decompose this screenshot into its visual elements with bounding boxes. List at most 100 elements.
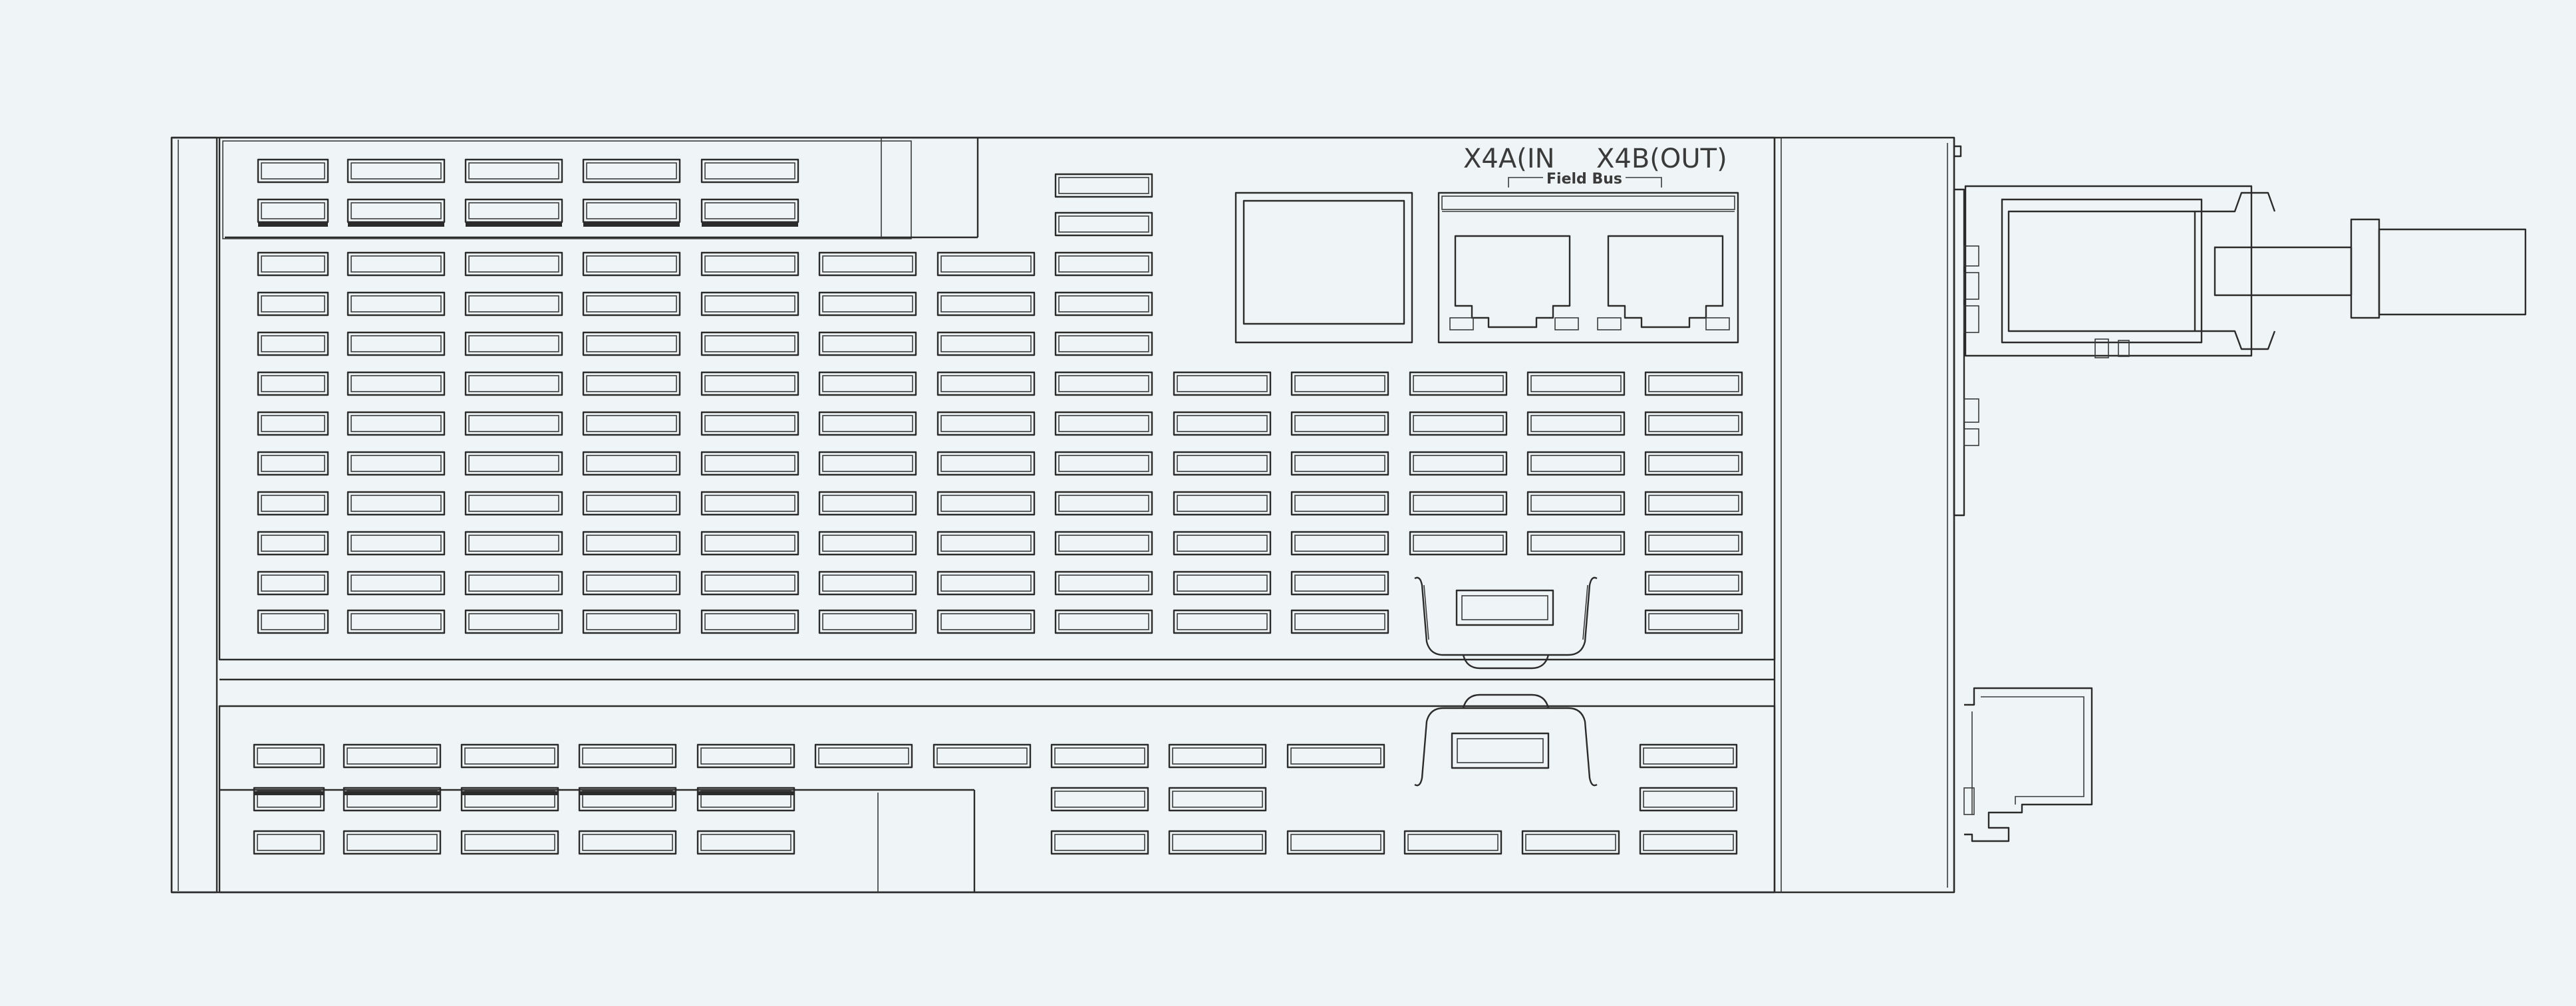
port-a-label: X4A(IN <box>1463 144 1555 174</box>
vent-slot <box>464 531 563 556</box>
vent-slot-array <box>253 158 1743 855</box>
vent-slot <box>1173 609 1272 634</box>
vent-slot <box>257 570 329 596</box>
vent-slot <box>700 371 799 396</box>
vent-slot-inner <box>586 574 677 592</box>
vent-slot-inner <box>1177 455 1268 472</box>
vent-slot <box>696 787 795 812</box>
vent-slot <box>1290 491 1389 516</box>
vent-slot-inner <box>351 574 442 592</box>
vent-slot <box>347 609 446 634</box>
vent-slot-inner <box>1058 613 1149 630</box>
vent-slot <box>464 570 563 596</box>
vent-slot <box>1050 787 1149 812</box>
vent-slot-shadow <box>258 222 328 227</box>
vent-slot-inner <box>1413 375 1504 392</box>
vent-slot-inner <box>940 455 1032 472</box>
vent-slot <box>818 451 917 476</box>
vent-slot-inner <box>586 495 677 512</box>
vent-slot <box>1526 451 1626 476</box>
vent-slot <box>582 570 681 596</box>
lower-latch <box>1414 693 1598 787</box>
rj45-port-x4a <box>1454 235 1571 328</box>
vent-slot-inner <box>1172 791 1263 808</box>
vent-slot-inner <box>351 455 442 472</box>
vent-slot-inner <box>351 162 442 180</box>
vent-slot <box>936 331 1036 356</box>
vent-slot-inner <box>940 375 1032 392</box>
vent-slot-inner <box>940 335 1032 352</box>
vent-slot <box>347 491 446 516</box>
vent-slot <box>1050 743 1149 769</box>
vent-slot-inner <box>351 335 442 352</box>
vent-slot <box>253 787 325 812</box>
vent-slot-inner <box>468 415 559 432</box>
vent-slot <box>343 743 442 769</box>
vent-slot <box>818 331 917 356</box>
vent-slot <box>1054 251 1153 277</box>
vent-slot <box>1644 371 1743 396</box>
vent-slot <box>582 251 681 277</box>
vent-slot <box>1054 371 1153 396</box>
vent-slot-inner <box>1294 415 1385 432</box>
vent-slot <box>700 291 799 316</box>
vent-slot-inner <box>468 162 559 180</box>
vent-slot-inner <box>1290 834 1381 851</box>
vent-slot-inner <box>940 613 1032 630</box>
vent-slot-inner <box>468 335 559 352</box>
vent-slot-inner <box>822 455 913 472</box>
vent-slot <box>700 491 799 516</box>
vent-slot <box>818 371 917 396</box>
vent-slot <box>932 743 1032 769</box>
vent-slot-inner <box>586 335 677 352</box>
vent-slot <box>936 411 1036 436</box>
vent-slot <box>582 371 681 396</box>
vent-slot-inner <box>1177 574 1268 592</box>
port-b-label: X4B(OUT) <box>1596 144 1727 174</box>
vent-slot-inner <box>1058 495 1149 512</box>
vent-slot <box>464 411 563 436</box>
vent-slot-inner <box>586 202 677 219</box>
vent-slot-inner <box>1054 747 1145 765</box>
vent-slot-inner <box>1413 495 1504 512</box>
vent-slot-inner <box>700 747 791 765</box>
vent-slot <box>582 451 681 476</box>
field-bus-bracket <box>1508 177 1662 188</box>
vent-slot <box>1050 830 1149 855</box>
vent-slot <box>1409 531 1508 556</box>
vent-slot-inner <box>586 255 677 273</box>
vent-slot-inner <box>1648 535 1739 552</box>
vent-slot <box>700 331 799 356</box>
vent-slot-inner <box>1530 415 1622 432</box>
vent-slot-inner <box>1058 455 1149 472</box>
vent-slot <box>936 531 1036 556</box>
vent-slot-inner <box>1648 415 1739 432</box>
vent-slot <box>818 291 917 316</box>
vent-slot-inner <box>586 295 677 313</box>
vent-slot-inner <box>586 415 677 432</box>
vent-slot <box>464 371 563 396</box>
vent-slot-inner <box>351 415 442 432</box>
vent-slot <box>1639 743 1738 769</box>
vent-slot-inner <box>818 747 909 765</box>
vent-slot-inner <box>586 613 677 630</box>
vent-slot <box>936 371 1036 396</box>
vent-slot <box>696 743 795 769</box>
vent-slot-inner <box>261 613 325 630</box>
vent-slot-inner <box>1407 834 1499 851</box>
vent-slot-inner <box>261 415 325 432</box>
vent-slot <box>1409 451 1508 476</box>
vent-slot-inner <box>1290 747 1381 765</box>
vent-slot <box>1054 291 1153 316</box>
vent-slot <box>582 491 681 516</box>
vent-slot-inner <box>1177 375 1268 392</box>
vent-slot-inner <box>1172 834 1263 851</box>
vent-slot <box>700 158 799 184</box>
vent-slot-inner <box>1177 415 1268 432</box>
vent-slot <box>347 331 446 356</box>
vent-slot <box>347 411 446 436</box>
vent-slot <box>1644 491 1743 516</box>
vent-slot-inner <box>261 202 325 219</box>
vent-slot-shadow <box>344 791 440 795</box>
